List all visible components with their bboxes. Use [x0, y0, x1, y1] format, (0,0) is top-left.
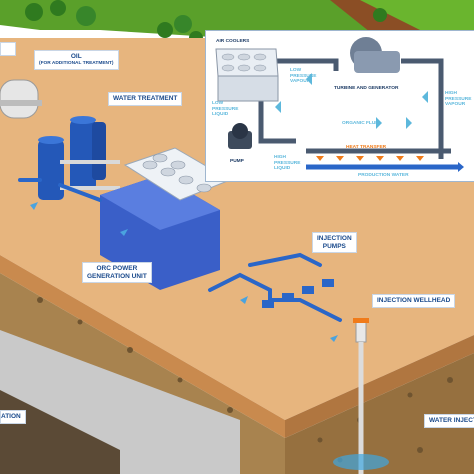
high-pressure-liquid-text: HIGH PRESSURE LIQUID — [274, 155, 300, 172]
organic-fluid-text: ORGANIC FLUID — [342, 121, 381, 126]
dark-stratum — [0, 390, 120, 474]
air-coolers-text: AIR COOLERS — [216, 39, 250, 44]
pump-text: PUMP — [230, 159, 244, 164]
injection-pumps-label: INJECTION PUMPS — [312, 232, 357, 253]
hpl-line2: PRESSURE — [274, 160, 301, 166]
heat-transfer-text: HEAT TRANSFER — [346, 145, 387, 150]
oil-label-subtitle: (FOR ADDITIONAL TREATMENT) — [39, 60, 114, 66]
orc-label-line1: ORC POWER — [96, 265, 138, 272]
water-injection-label: WATER INJECTI — [424, 414, 474, 428]
injection-wellhead-label: INJECTION WELLHEAD — [372, 294, 456, 308]
lpv-line1: LOW — [290, 68, 302, 73]
water-treatment-tanks — [38, 116, 120, 200]
hpl-line1: HIGH — [274, 155, 286, 160]
water-treatment-label: WATER TREATMENT — [108, 92, 183, 106]
orc-label-line2: GENERATION UNIT — [87, 272, 147, 280]
injection-wellhead — [333, 318, 389, 474]
flow-arrows — [30, 202, 338, 342]
injection-pumps — [262, 279, 334, 308]
oil-label-title: OIL — [70, 53, 82, 60]
inset-graphics — [215, 37, 464, 172]
orc-cycle-inset: AIR COOLERS LOW PRESSURE VAPOUR TURBINE … — [205, 30, 474, 182]
lpl-line1: LOW — [212, 101, 224, 106]
injection-pumps-line2: PUMPS — [322, 242, 346, 250]
hpv-line3: VAPOUR — [445, 102, 466, 108]
hpv-line1: HIGH — [445, 91, 457, 96]
slab-edge-left — [0, 255, 285, 438]
oil-label: OIL (FOR ADDITIONAL TREATMENT) — [34, 50, 119, 70]
left-cut-label: ATION — [0, 410, 26, 424]
lpv-line3: VAPOUR — [290, 79, 311, 85]
rock-layer-right — [285, 353, 474, 474]
lpl-line3: LIQUID — [212, 112, 229, 118]
high-pressure-vapour-text: HIGH PRESSURE VAPOUR — [445, 91, 471, 108]
production-water-text: PRODUCTION WATER — [358, 173, 409, 178]
orc-unit — [100, 147, 232, 290]
orc-power-generation-label: ORC POWER GENERATION UNIT — [82, 262, 152, 283]
oil-tank — [0, 79, 42, 119]
low-pressure-liquid-text: LOW PRESSURE LIQUID — [212, 101, 238, 118]
turbine-generator-text: TURBINE AND GENERATOR — [334, 86, 399, 91]
cut-label-top — [0, 42, 16, 56]
lpv-line2: PRESSURE — [290, 73, 317, 79]
slab-edge-right — [285, 335, 474, 438]
lpl-line2: PRESSURE — [212, 106, 239, 112]
hpv-line2: PRESSURE — [445, 96, 472, 102]
hpl-line3: LIQUID — [274, 166, 291, 172]
low-pressure-vapour-text: LOW PRESSURE VAPOUR — [290, 68, 316, 85]
injection-pumps-line1: INJECTION — [317, 235, 352, 242]
